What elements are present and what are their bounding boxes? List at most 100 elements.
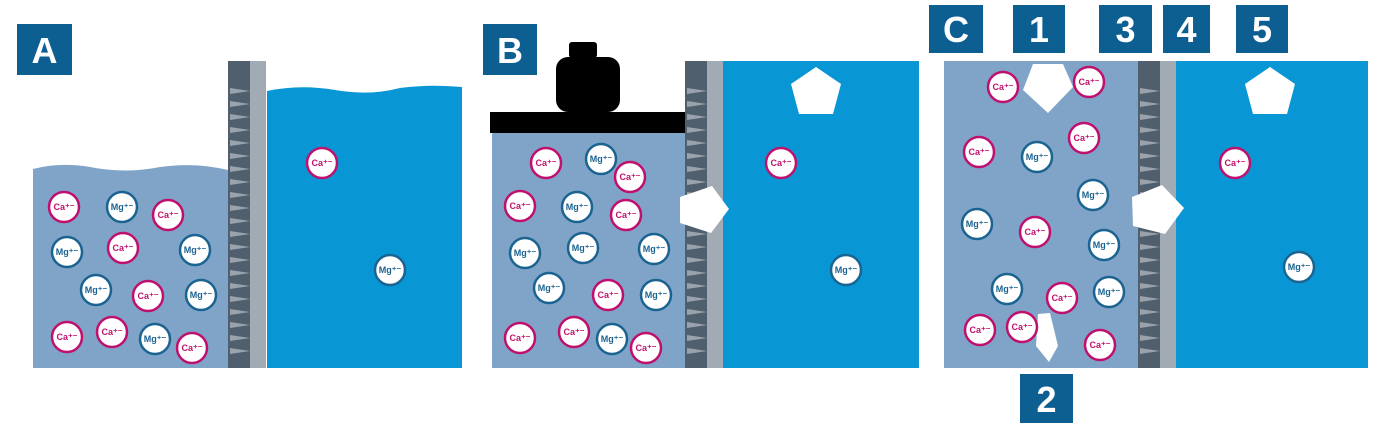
svg-text:Mg⁺⁻: Mg⁺⁻ (645, 290, 668, 300)
calcium-ion: Ca⁺⁻ (151, 198, 185, 232)
svg-text:Ca⁺⁻: Ca⁺⁻ (535, 158, 556, 168)
svg-text:Mg⁺⁻: Mg⁺⁻ (538, 283, 561, 293)
svg-text:Ca⁺⁻: Ca⁺⁻ (509, 333, 530, 343)
foulant-5 (1245, 67, 1295, 114)
calcium-ion: Ca⁺⁻ (591, 278, 625, 312)
svg-text:2: 2 (1036, 379, 1056, 420)
svg-text:Mg⁺⁻: Mg⁺⁻ (190, 290, 213, 300)
magnesium-ion: Mg⁺⁻ (584, 142, 618, 176)
magnesium-ion: Mg⁺⁻ (105, 190, 139, 224)
svg-text:Mg⁺⁻: Mg⁺⁻ (379, 265, 402, 275)
magnesium-ion: Mg⁺⁻ (595, 322, 629, 356)
magnesium-ion: Mg⁺⁻ (1282, 250, 1316, 284)
callout-4: 4 (1163, 5, 1210, 53)
panel-label-b: B (483, 24, 537, 75)
svg-text:Mg⁺⁻: Mg⁺⁻ (1098, 287, 1121, 297)
svg-text:Mg⁺⁻: Mg⁺⁻ (1082, 190, 1105, 200)
calcium-ion: Ca⁺⁻ (1083, 328, 1117, 362)
svg-text:Ca⁺⁻: Ca⁺⁻ (969, 325, 990, 335)
svg-text:Ca⁺⁻: Ca⁺⁻ (563, 327, 584, 337)
calcium-ion: Ca⁺⁻ (50, 320, 84, 354)
svg-text:Ca⁺⁻: Ca⁺⁻ (1073, 133, 1094, 143)
calcium-ion: Ca⁺⁻ (1072, 65, 1106, 99)
calcium-ion: Ca⁺⁻ (175, 331, 209, 365)
magnesium-ion: Mg⁺⁻ (178, 233, 212, 267)
svg-text:Ca⁺⁻: Ca⁺⁻ (635, 343, 656, 353)
piston-plate (490, 112, 685, 133)
callout-5: 5 (1236, 5, 1288, 53)
calcium-ion: Ca⁺⁻ (986, 70, 1020, 104)
svg-text:Mg⁺⁻: Mg⁺⁻ (572, 243, 595, 253)
svg-text:Mg⁺⁻: Mg⁺⁻ (514, 248, 537, 258)
magnesium-ion: Mg⁺⁻ (637, 232, 671, 266)
magnesium-ion: Mg⁺⁻ (50, 235, 84, 269)
svg-text:Ca⁺⁻: Ca⁺⁻ (53, 202, 74, 212)
svg-text:3: 3 (1115, 9, 1135, 50)
calcium-ion: Ca⁺⁻ (1218, 146, 1252, 180)
calcium-ion: Ca⁺⁻ (106, 231, 140, 265)
svg-text:Ca⁺⁻: Ca⁺⁻ (101, 327, 122, 337)
magnesium-ion: Mg⁺⁻ (138, 322, 172, 356)
svg-text:Ca⁺⁻: Ca⁺⁻ (157, 210, 178, 220)
calcium-ion: Ca⁺⁻ (1018, 215, 1052, 249)
magnesium-ion: Mg⁺⁻ (1076, 178, 1110, 212)
svg-text:Mg⁺⁻: Mg⁺⁻ (601, 334, 624, 344)
svg-text:Ca⁺⁻: Ca⁺⁻ (615, 210, 636, 220)
svg-text:Mg⁺⁻: Mg⁺⁻ (144, 334, 167, 344)
svg-text:4: 4 (1176, 9, 1196, 50)
svg-text:Ca⁺⁻: Ca⁺⁻ (992, 82, 1013, 92)
svg-text:Ca⁺⁻: Ca⁺⁻ (968, 147, 989, 157)
panel-label-c: C (929, 5, 983, 53)
calcium-ion: Ca⁺⁻ (613, 160, 647, 194)
magnesium-ion: Mg⁺⁻ (1087, 228, 1121, 262)
badges: A B C 1 3 4 5 2 (17, 5, 1288, 423)
callout-3: 3 (1099, 5, 1152, 53)
svg-text:Mg⁺⁻: Mg⁺⁻ (966, 219, 989, 229)
svg-text:Ca⁺⁻: Ca⁺⁻ (137, 291, 158, 301)
magnesium-ion: Mg⁺⁻ (990, 272, 1024, 306)
svg-text:Ca⁺⁻: Ca⁺⁻ (1011, 322, 1032, 332)
svg-text:Ca⁺⁻: Ca⁺⁻ (1051, 293, 1072, 303)
foulant-particles (680, 64, 1295, 362)
svg-text:5: 5 (1252, 9, 1272, 50)
foulant-1 (1023, 64, 1073, 113)
ions: Ca⁺⁻Mg⁺⁻Ca⁺⁻Mg⁺⁻Ca⁺⁻Mg⁺⁻Mg⁺⁻Ca⁺⁻Mg⁺⁻Ca⁺⁻… (47, 65, 1316, 365)
foulant-3-4 (1132, 185, 1184, 234)
weight-icon (556, 42, 620, 112)
svg-text:Ca⁺⁻: Ca⁺⁻ (509, 201, 530, 211)
calcium-ion: Ca⁺⁻ (503, 321, 537, 355)
magnesium-ion: Mg⁺⁻ (1020, 140, 1054, 174)
svg-text:A: A (32, 30, 58, 71)
svg-text:Ca⁺⁻: Ca⁺⁻ (597, 290, 618, 300)
panel-a (33, 61, 462, 368)
calcium-ion: Ca⁺⁻ (1067, 121, 1101, 155)
calcium-ion: Ca⁺⁻ (629, 331, 663, 365)
calcium-ion: Ca⁺⁻ (609, 198, 643, 232)
calcium-ion: Ca⁺⁻ (764, 146, 798, 180)
magnesium-ion: Mg⁺⁻ (1092, 275, 1126, 309)
magnesium-ion: Mg⁺⁻ (960, 207, 994, 241)
calcium-ion: Ca⁺⁻ (305, 146, 339, 180)
magnesium-ion: Mg⁺⁻ (560, 190, 594, 224)
svg-text:1: 1 (1029, 9, 1049, 50)
callout-2: 2 (1020, 374, 1073, 423)
foulant-2 (1036, 313, 1058, 362)
svg-text:Mg⁺⁻: Mg⁺⁻ (996, 284, 1019, 294)
magnesium-ion: Mg⁺⁻ (184, 278, 218, 312)
magnesium-ion: Mg⁺⁻ (639, 278, 673, 312)
calcium-ion: Ca⁺⁻ (529, 146, 563, 180)
svg-text:B: B (497, 30, 523, 71)
magnesium-ion: Mg⁺⁻ (79, 273, 113, 307)
calcium-ion: Ca⁺⁻ (47, 190, 81, 224)
svg-text:Ca⁺⁻: Ca⁺⁻ (1089, 340, 1110, 350)
calcium-ion: Ca⁺⁻ (1005, 310, 1039, 344)
magnesium-ion: Mg⁺⁻ (532, 271, 566, 305)
svg-text:Mg⁺⁻: Mg⁺⁻ (56, 247, 79, 257)
calcium-ion: Ca⁺⁻ (503, 189, 537, 223)
svg-text:Ca⁺⁻: Ca⁺⁻ (181, 343, 202, 353)
pure-water-a (267, 85, 462, 368)
calcium-ion: Ca⁺⁻ (95, 315, 129, 349)
svg-text:Mg⁺⁻: Mg⁺⁻ (835, 265, 858, 275)
panel-label-a: A (17, 24, 72, 75)
